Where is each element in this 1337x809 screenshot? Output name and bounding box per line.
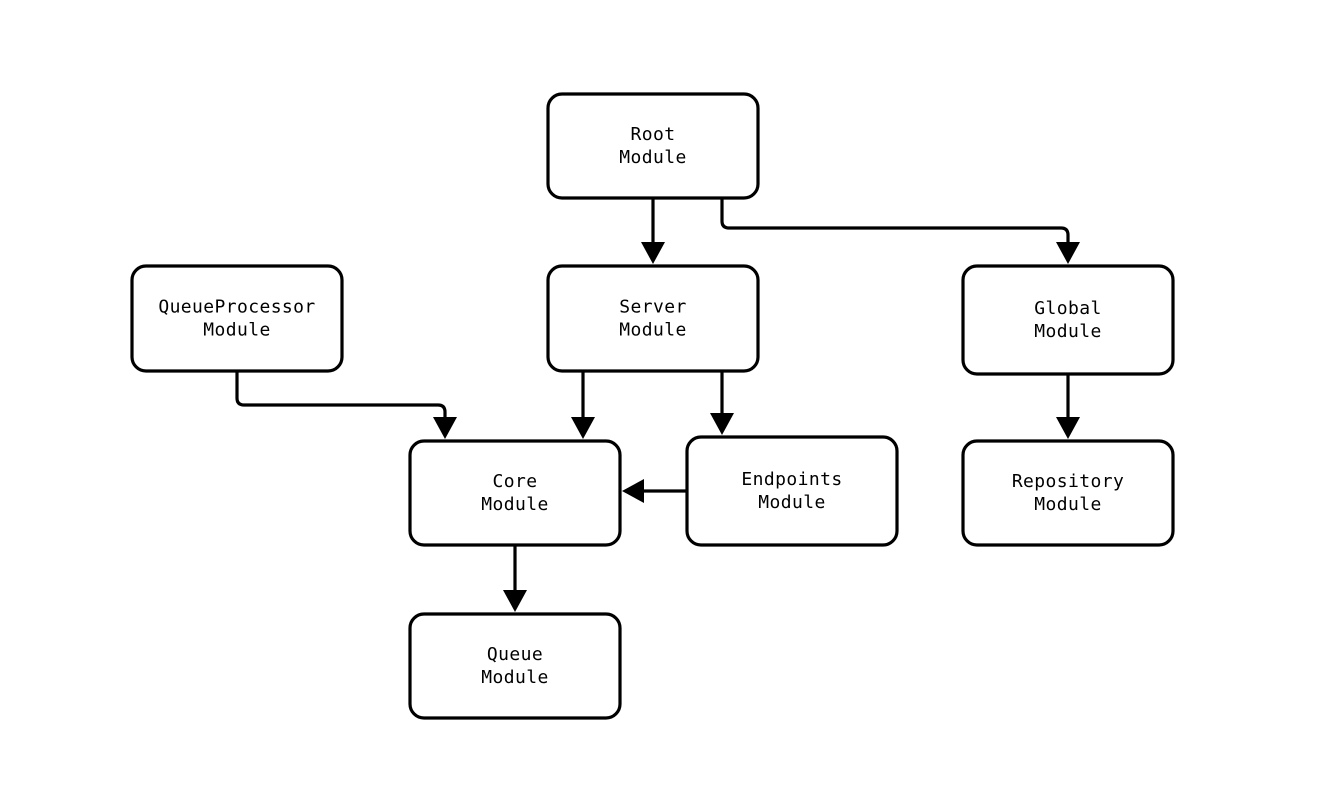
node-box[interactable] [408,612,622,720]
edge-line [720,198,1070,243]
edge-endpoints-to-core [622,479,687,503]
arrow-head-icon [1056,417,1080,439]
node-label-primary: QueueProcessor [158,297,315,318]
arrow-head-icon [571,417,595,439]
node-label-primary: Global [1034,298,1101,319]
node-label-secondary: Module [758,492,825,513]
node-label-secondary: Module [1034,494,1101,515]
node-box[interactable] [546,264,760,373]
arrow-head-icon [710,413,734,435]
arrow-head-icon [503,590,527,612]
node-box[interactable] [546,92,760,200]
node-label-secondary: Module [481,494,548,515]
node-label-primary: Core [493,471,538,492]
node-box[interactable] [961,439,1175,547]
arrow-head-icon [641,242,665,264]
node-label-primary: Queue [487,644,543,665]
edges-layer [235,198,1080,612]
node-label-primary: Endpoints [741,469,842,490]
node-label-primary: Server [619,297,686,318]
node-box[interactable] [408,439,622,547]
edge-root-to-global [720,198,1080,264]
edge-server-to-endpoints [710,371,734,435]
edge-core-to-queue [503,545,527,612]
node-label-secondary: Module [481,667,548,688]
arrow-head-icon [622,479,644,503]
node-box[interactable] [685,435,899,547]
edge-global-to-repository [1056,374,1080,439]
node-label-secondary: Module [619,147,686,168]
node-label-secondary: Module [619,320,686,341]
node-label-primary: Repository [1012,471,1124,492]
node-label-secondary: Module [203,320,270,341]
node-label-secondary: Module [1034,321,1101,342]
arrow-head-icon [1056,242,1080,264]
edge-server-to-core [571,371,595,439]
edge-root-to-server [641,198,665,264]
node-box[interactable] [961,264,1175,376]
edge-queueprocessor-to-core [235,371,457,439]
edge-line [235,371,447,418]
node-box[interactable] [130,264,344,373]
arrow-head-icon [433,417,457,439]
node-label-primary: Root [631,124,676,145]
nodes-layer: RootModuleQueueProcessorModuleServerModu… [130,92,1175,720]
